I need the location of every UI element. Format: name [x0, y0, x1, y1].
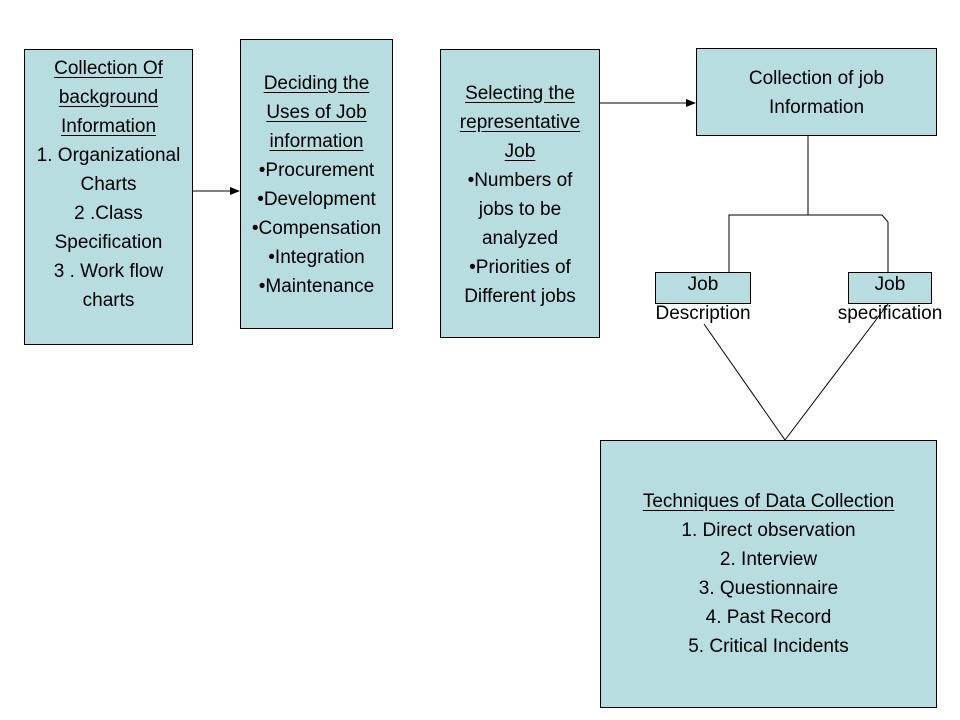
box7-item: 4. Past Record — [705, 607, 832, 628]
box1-item: 3 . Work flow — [53, 261, 164, 282]
box3-item: analyzed — [481, 228, 559, 249]
box-techniques-of-data-collection: Techniques of Data Collection 1. Direct … — [600, 440, 937, 708]
box1-title-line: Collection Of — [54, 58, 163, 79]
box5-line: Job — [687, 274, 719, 295]
box7-item: 5. Critical Incidents — [688, 636, 849, 657]
box3-title-line: representative — [459, 112, 581, 133]
box7-text: Techniques of Data Collection 1. Direct … — [601, 487, 936, 661]
box2-title-line: Deciding the — [263, 73, 370, 94]
box2-item: •Procurement — [258, 160, 375, 181]
box1-item: charts — [82, 290, 135, 311]
box-job-description: Job Description — [655, 272, 751, 324]
box7-item: 3. Questionnaire — [698, 578, 839, 599]
box1-item: Charts — [80, 174, 137, 195]
box-selecting-representative-job: Selecting the representative Job •Number… — [440, 49, 600, 338]
box7-item: 2. Interview — [719, 549, 818, 570]
box2-item: •Maintenance — [258, 276, 375, 297]
box1-item: 2 .Class — [74, 203, 143, 224]
box4-text: Collection of job Information — [697, 64, 936, 122]
box3-text: Selecting the representative Job •Number… — [431, 79, 609, 311]
connector-branch-right — [881, 214, 889, 272]
box3-item: Different jobs — [464, 286, 576, 307]
box7-title: Techniques of Data Collection — [642, 491, 895, 512]
box2-item: •Development — [257, 189, 376, 210]
connector-specification-to-techniques — [784, 303, 889, 441]
box1-item: Specification — [54, 232, 163, 253]
box2-item: •Integration — [268, 247, 365, 268]
box3-title-line: Job — [504, 141, 536, 162]
box6-line: specification — [837, 303, 943, 324]
box4-line: Collection of job — [748, 68, 885, 89]
box1-title-line: Information — [60, 116, 157, 137]
box7-item: 1. Direct observation — [681, 520, 856, 541]
box4-line: Information — [768, 97, 865, 118]
box2-item: •Compensation — [251, 218, 382, 239]
box-job-specification: Job specification — [838, 272, 942, 324]
box6-text: Job specification — [819, 270, 960, 328]
box2-title-line: information — [269, 131, 364, 152]
box1-item: 1. Organizational — [36, 145, 181, 166]
box-background-information: Collection Of background Information 1. … — [24, 49, 193, 345]
box2-text: Deciding the Uses of Job information •Pr… — [231, 69, 402, 301]
box-uses-of-job-information: Deciding the Uses of Job information •Pr… — [240, 39, 393, 329]
box3-title-line: Selecting the — [465, 83, 575, 104]
box3-item: •Priorities of — [469, 257, 571, 278]
connector-branch-left — [728, 214, 882, 272]
connector-description-to-techniques — [703, 323, 786, 441]
box3-item: •Numbers of — [467, 170, 573, 191]
box-collection-of-job-information: Collection of job Information — [696, 48, 937, 136]
box1-title-line: background — [58, 87, 159, 108]
box1-text: Collection Of background Information 1. … — [11, 54, 206, 315]
box5-text: Job Description — [636, 270, 770, 328]
box5-line: Description — [655, 303, 751, 324]
box6-line: Job — [874, 274, 906, 295]
box3-item: jobs to be — [478, 199, 562, 220]
box2-title-line: Uses of Job — [266, 102, 367, 123]
